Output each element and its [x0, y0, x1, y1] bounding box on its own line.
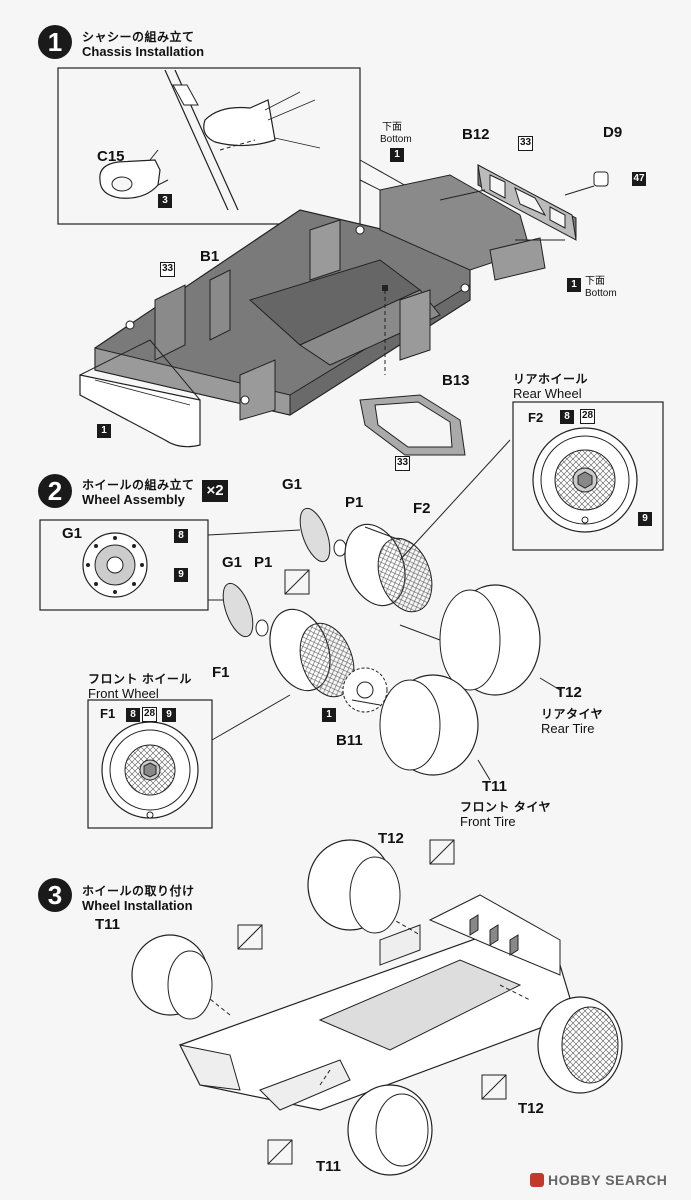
inset-ref-8: 8: [174, 529, 188, 543]
front-tire-en: Front Tire: [460, 814, 516, 829]
part-label-p1-upper: P1: [345, 494, 364, 511]
front-ref-8: 8: [126, 708, 140, 722]
part-label-b12: B12: [462, 126, 490, 143]
step-3-title-en: Wheel Installation: [82, 898, 193, 913]
bottom-label-en-2: Bottom: [585, 288, 617, 299]
part-label-t11-upper: T11: [95, 916, 121, 933]
rear-ref-9: 9: [638, 512, 652, 526]
step-1-title-en: Chassis Installation: [82, 44, 205, 59]
rear-tire-en: Rear Tire: [541, 721, 595, 736]
no-glue-icon: [237, 569, 507, 1165]
inset-label-g1: G1: [62, 525, 83, 542]
step-3-number: 3: [38, 878, 72, 912]
watermark-brand: HOBBY SEARCH: [548, 1172, 668, 1188]
step-2-title-en: Wheel Assembly: [82, 492, 185, 507]
ref-box-47: 47: [632, 172, 646, 186]
front-wheel-title-en: Front Wheel: [88, 686, 159, 701]
part-label-c15: C15: [97, 148, 125, 165]
step-2-title-jp: ホイールの組み立て: [82, 478, 195, 492]
part-label-t12-upper: T12: [378, 830, 404, 847]
ref-box-1-nose: 1: [97, 424, 111, 438]
part-label-f2-wheel: F2: [413, 500, 431, 517]
part-label-t12-lower: T12: [518, 1100, 544, 1117]
step-3-title-jp: ホイールの取り付け: [82, 884, 195, 898]
front-tire-jp: フロント タイヤ: [460, 800, 551, 814]
rear-tire-jp: リアタイヤ: [541, 707, 604, 721]
bottom-label-jp-2: 下面: [585, 276, 605, 287]
part-label-b13: B13: [442, 372, 470, 389]
ref-box-1-bottom-a: 1: [390, 148, 404, 162]
ref-box-33-b13: 33: [395, 456, 411, 471]
rear-ref-8: 8: [560, 410, 574, 424]
part-label-f1-wheel: F1: [212, 664, 230, 681]
inset-ref-9: 9: [174, 568, 188, 582]
front-ref-28: 28: [142, 707, 158, 722]
rear-label-f2: F2: [528, 410, 544, 425]
ref-box-1-bottom-b: 1: [567, 278, 581, 292]
front-label-f1: F1: [100, 706, 116, 721]
rear-wheel-title-en: Rear Wheel: [513, 386, 582, 401]
step-2-multiplier: ×2: [202, 480, 228, 502]
ref-box-3: 3: [158, 194, 172, 208]
ref-box-33-b1: 33: [160, 262, 176, 277]
step-2-number: 2: [38, 474, 72, 508]
part-label-b1: B1: [200, 248, 220, 265]
part-label-b11: B11: [336, 732, 363, 749]
part-label-g1-lower: G1: [222, 554, 243, 571]
front-ref-9: 9: [162, 708, 176, 722]
step-1-title-jp: シャシーの組み立て: [82, 30, 195, 44]
part-label-t11-tire: T11: [482, 778, 508, 795]
bottom-label-jp-1: 下面: [382, 122, 402, 133]
step-1-number: 1: [38, 25, 72, 59]
rear-ref-28: 28: [580, 409, 596, 424]
rear-wheel-title-jp: リアホイール: [513, 372, 589, 386]
hobby-search-logo: HOBBY SEARCH: [530, 1172, 667, 1188]
logo-mark-icon: [530, 1173, 544, 1187]
ref-box-33-b12: 33: [518, 136, 534, 151]
part-label-t11-lower: T11: [316, 1158, 342, 1175]
part-label-p1-lower: P1: [254, 554, 273, 571]
part-label-t12-tire: T12: [556, 684, 582, 701]
part-label-d9: D9: [603, 124, 623, 141]
part-label-g1-upper: G1: [282, 476, 303, 493]
front-wheel-title-jp: フロント ホイール: [88, 672, 192, 686]
ref-box-1-b11: 1: [322, 708, 336, 722]
bottom-label-en-1: Bottom: [380, 134, 412, 145]
